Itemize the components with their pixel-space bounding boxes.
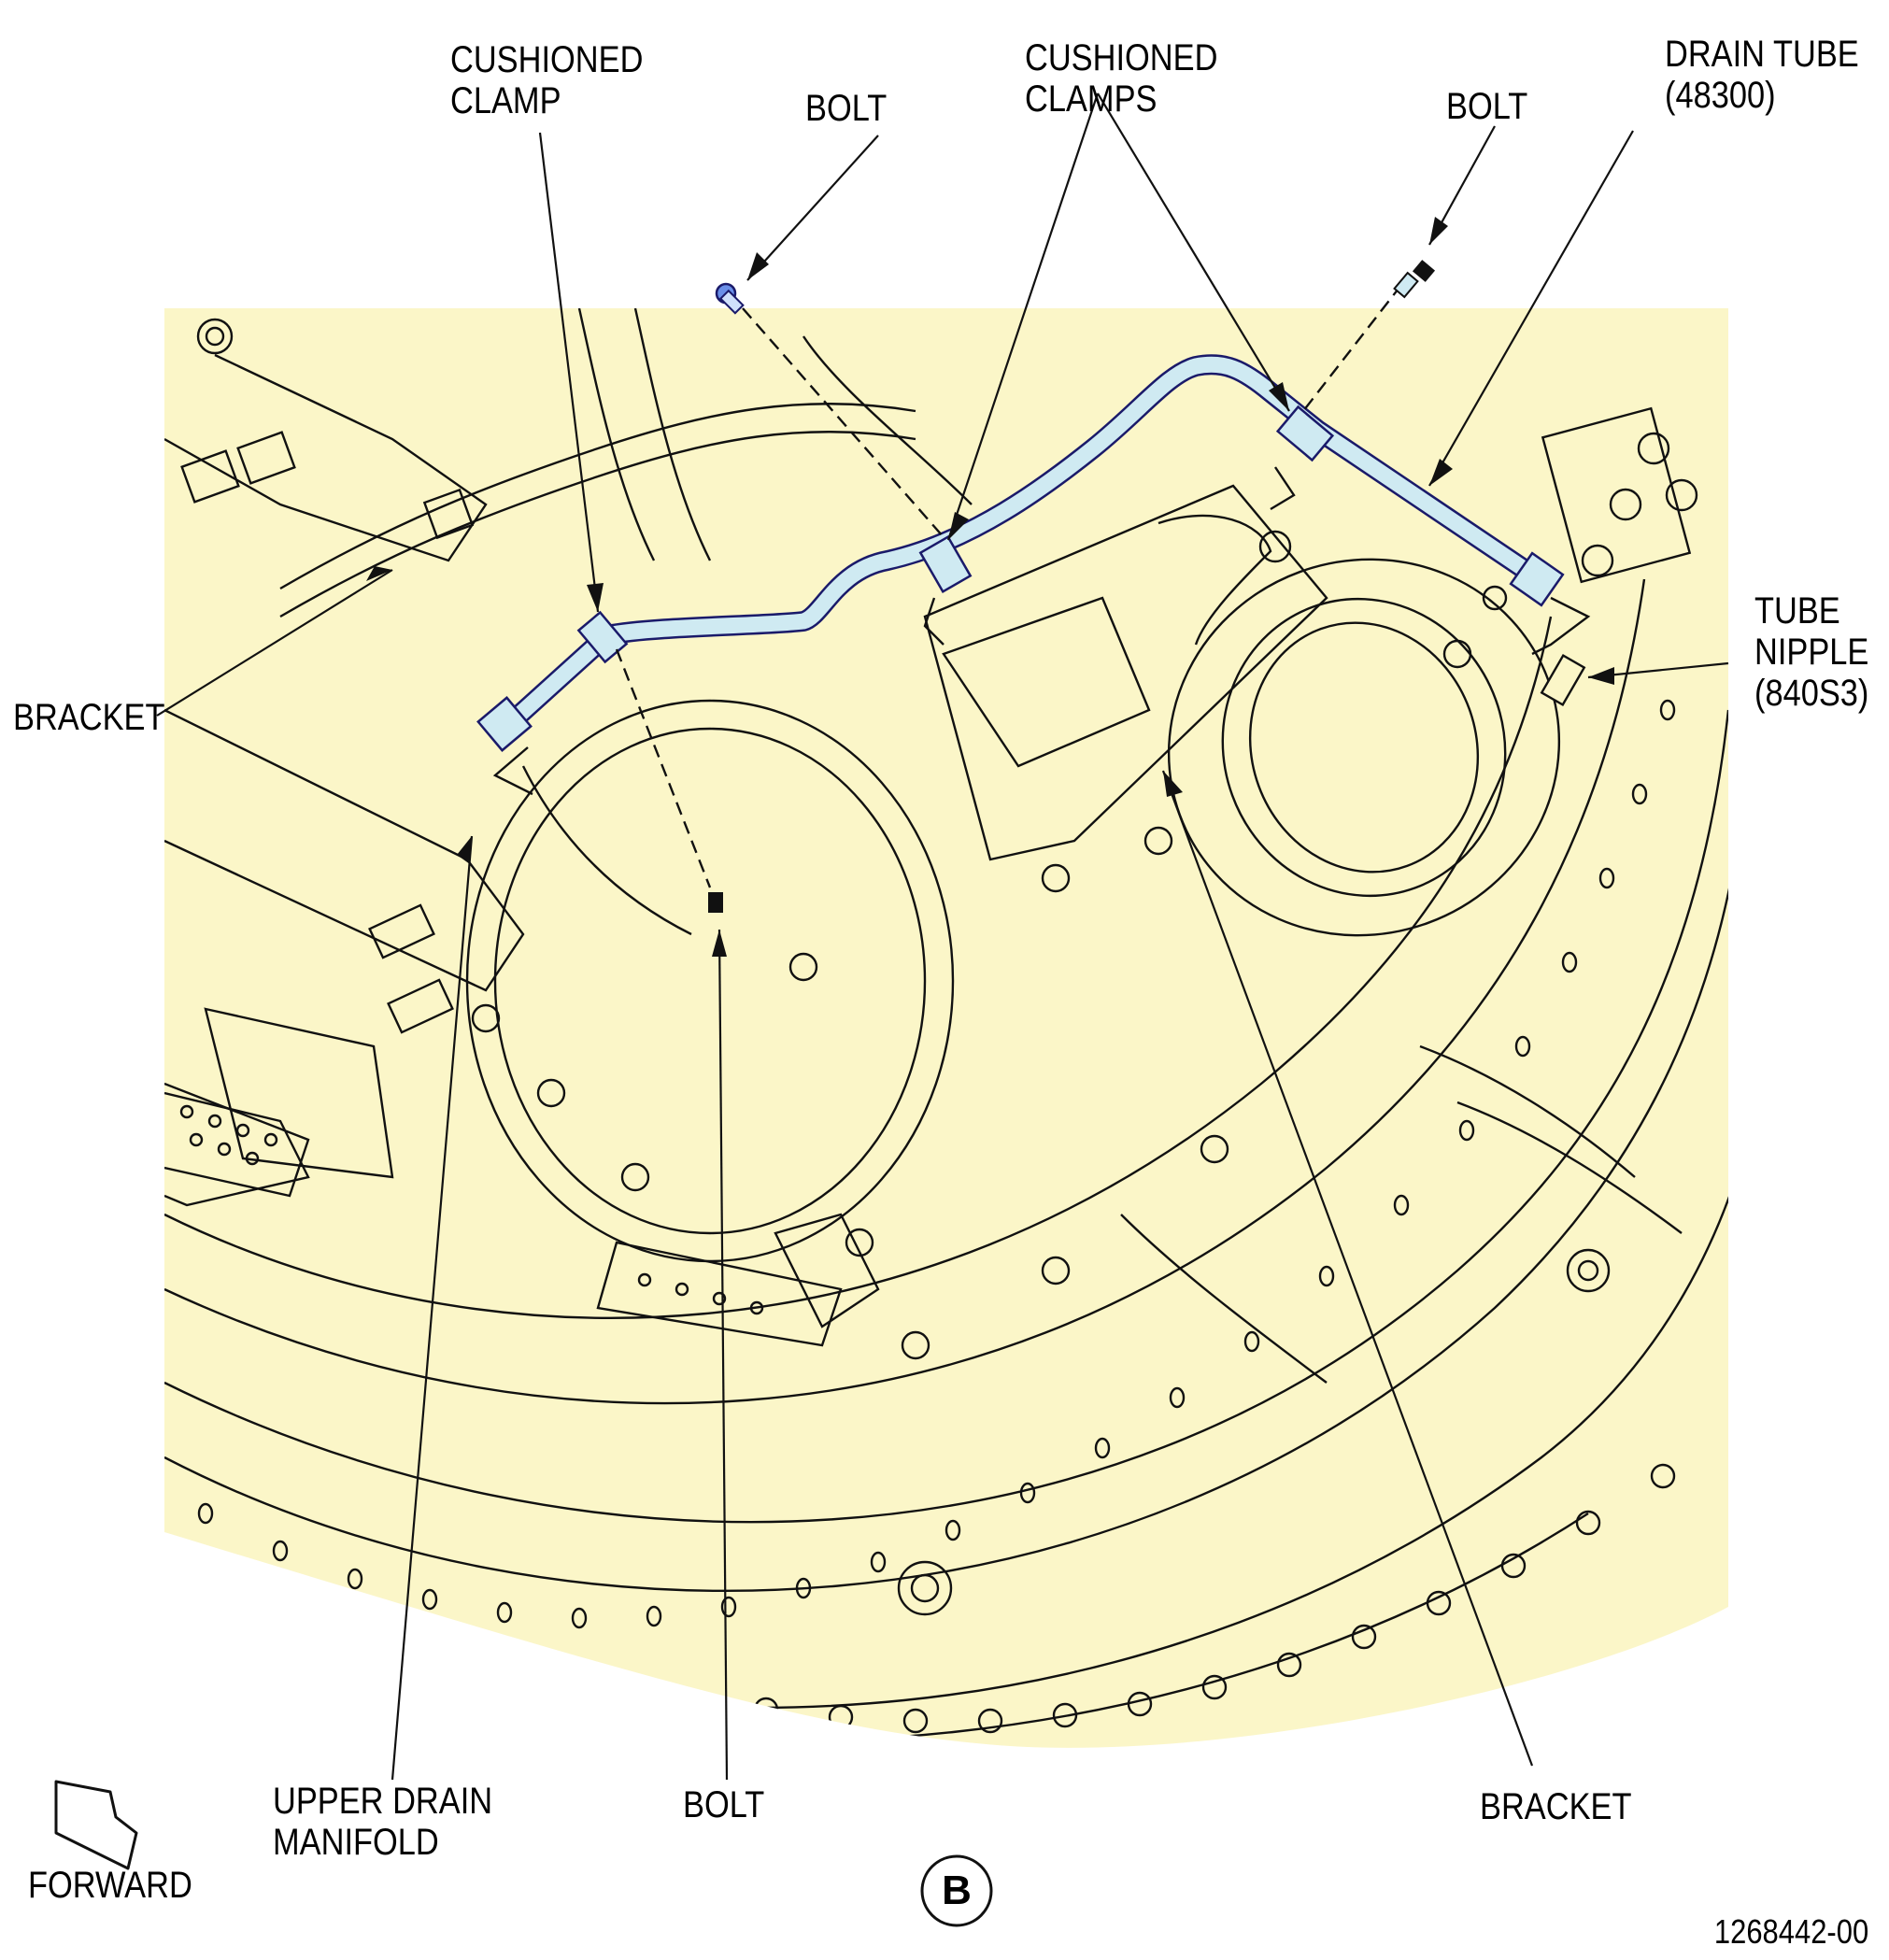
left-bracket [164, 353, 488, 562]
flange-holes [197, 699, 1676, 1629]
label-cushioned-clamps: CUSHIONED CLAMPS [1025, 37, 1218, 120]
clamp-middle [918, 535, 973, 593]
label-bolt-bottom: BOLT [683, 1784, 765, 1825]
drain-tube-assembly [476, 354, 1565, 752]
figure-id: 1268442-00 [1713, 1912, 1868, 1951]
label-tube-nipple: TUBE NIPPLE (840S3) [1754, 590, 1869, 714]
forward-arrow-icon [54, 1780, 138, 1870]
illustration-background [164, 308, 1728, 1748]
leader-lines [156, 92, 1729, 1781]
inner-case-ring [164, 578, 1646, 1405]
label-bracket-left: BRACKET [13, 697, 165, 738]
install-lines [615, 284, 1402, 888]
label-bracket-bottom: BRACKET [1480, 1786, 1632, 1827]
label-cushioned-clamp: CUSHIONED CLAMP [450, 39, 644, 121]
label-drain-tube: DRAIN TUBE (48300) [1665, 34, 1859, 116]
view-id: B [942, 1868, 972, 1913]
bolt-top-right [1393, 260, 1436, 299]
label-bolt-top-right: BOLT [1446, 86, 1528, 127]
perforated-pad [164, 1091, 310, 1207]
right-b-nut [1509, 551, 1565, 607]
label-upper-drain-manifold: UPPER DRAIN MANIFOLD [273, 1781, 493, 1863]
label-bolt-top-left: BOLT [805, 88, 888, 129]
fittings [196, 318, 1698, 1616]
label-forward: FORWARD [28, 1865, 192, 1906]
right-port-inner [1221, 597, 1507, 898]
center-boss [788, 952, 818, 982]
outer-case-ring [164, 765, 1728, 1592]
inner-case-ring-2 [164, 616, 1553, 1319]
bolt-bottom [708, 892, 723, 913]
clamp-left [576, 610, 629, 664]
bracket-plate [923, 484, 1328, 861]
tube-nipple [1540, 653, 1586, 707]
center-housing-inner [493, 727, 927, 1235]
outer-case-ring-2 [164, 709, 1728, 1524]
leader-arrows [366, 217, 1614, 957]
clamp-right [1275, 405, 1335, 462]
left-b-nut [476, 696, 533, 752]
bolt-top-left [715, 282, 745, 315]
view-circle [920, 1854, 993, 1927]
